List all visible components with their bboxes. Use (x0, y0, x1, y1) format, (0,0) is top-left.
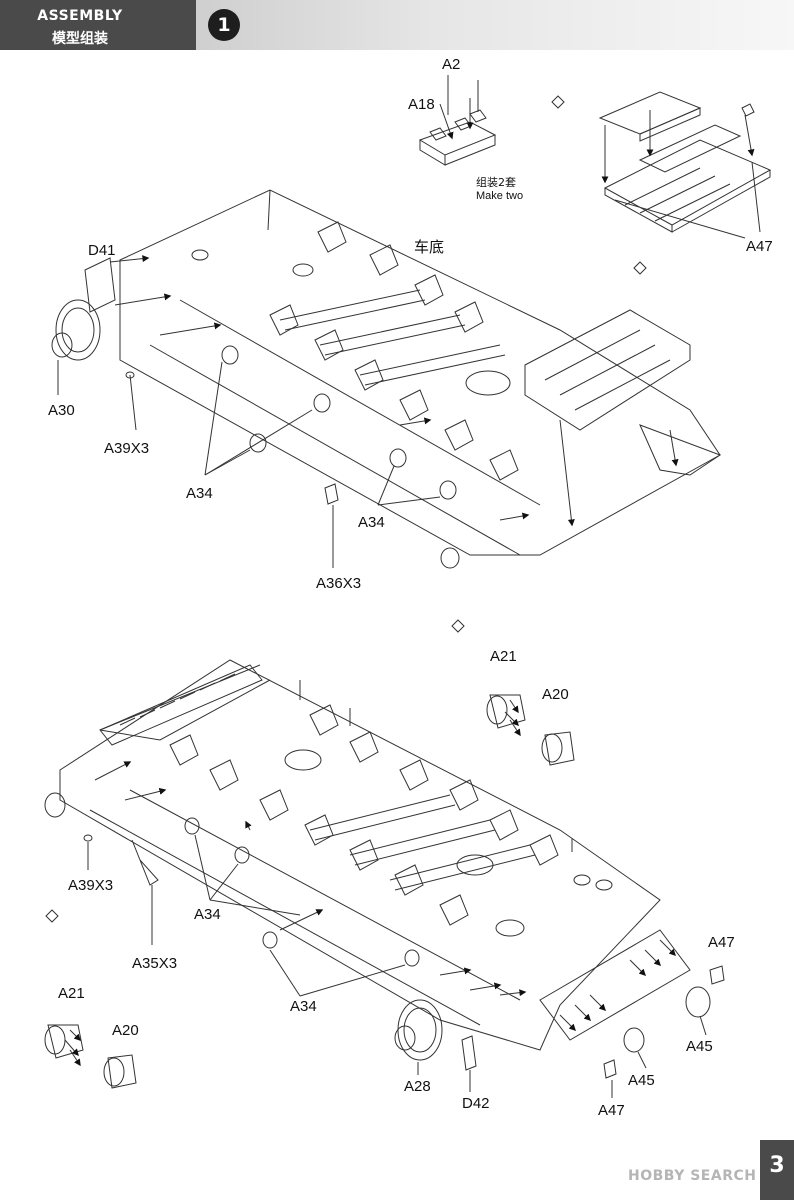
bush-a34 (404, 949, 420, 967)
page-number: 3 (760, 1140, 794, 1200)
make-two-en: Make two (476, 190, 524, 202)
rear-deck-plates (524, 309, 722, 527)
drive-sprocket-a30 (51, 299, 101, 395)
section-title-en: ASSEMBLY (37, 8, 123, 24)
bush-a34 (249, 433, 267, 453)
callout-chassis-zh: 车底 (414, 238, 445, 256)
callout-a34-top-left: A34 (186, 485, 213, 502)
callout-a39x3-top: A39X3 (104, 440, 150, 457)
centre-mark (551, 95, 565, 109)
callout-a45-right: A45 (686, 1038, 713, 1055)
callout-a18: A18 (408, 96, 435, 113)
centre-mark (633, 261, 647, 275)
make-two-zh: 组装2套 (476, 176, 516, 189)
track-guard-subassembly (418, 75, 497, 166)
bush-a34 (313, 393, 331, 413)
callout-a2: A2 (442, 56, 461, 73)
callout-a20-right: A20 (542, 686, 569, 703)
hatch-circle (284, 749, 322, 771)
callout-d42: D42 (462, 1095, 490, 1112)
callout-a36x3: A36X3 (316, 575, 362, 592)
callout-a39x3-bottom: A39X3 (68, 877, 114, 894)
drive-sprocket-a28 (394, 999, 443, 1075)
bush-a34 (262, 931, 278, 949)
section-header: ASSEMBLY 模型组装 (0, 0, 196, 50)
watermark: HOBBY SEARCH (628, 1168, 757, 1184)
callout-d41: D41 (88, 242, 116, 259)
bush-a34 (234, 846, 250, 864)
part-d41 (84, 257, 116, 313)
suspension-arms-lower (169, 704, 559, 926)
part-a35 (131, 839, 159, 886)
hatch-circle (595, 879, 613, 891)
callout-a45-mid: A45 (628, 1072, 655, 1089)
callout-a35x3: A35X3 (132, 955, 178, 972)
hatch-circle (456, 854, 494, 876)
upper-right-plate-assembly (598, 91, 772, 239)
bush-a34 (221, 345, 239, 365)
idler-pair-right (486, 694, 575, 766)
callout-a34-bottom-mid: A34 (290, 998, 317, 1015)
cap-a45 (685, 986, 711, 1018)
part-a47 (603, 1059, 617, 1079)
hatch-circle (465, 370, 511, 396)
callout-a21-left: A21 (58, 985, 85, 1002)
callout-a47-top: A47 (746, 238, 773, 255)
step-number-badge: 1 (208, 9, 240, 41)
rear-plate-lower (539, 929, 691, 1041)
centre-mark (451, 619, 465, 633)
part-a36 (324, 483, 339, 505)
hatch-circle (495, 919, 525, 937)
bush-a34 (389, 448, 407, 468)
callout-a21-right: A21 (490, 648, 517, 665)
callout-a34-bottom-left: A34 (194, 906, 221, 923)
callout-a47-bottom-right: A47 (708, 934, 735, 951)
part-a39 (83, 834, 93, 842)
torsion-bars-lower (309, 794, 536, 891)
callout-a28: A28 (404, 1078, 431, 1095)
part-a39 (125, 371, 135, 379)
idler-pair-left (44, 1024, 137, 1089)
suspension-arms-upper (269, 221, 519, 481)
callout-a30: A30 (48, 402, 75, 419)
part-d42 (461, 1035, 477, 1071)
part-a47 (709, 965, 725, 985)
idler-wheel (440, 547, 460, 569)
cap-a45 (623, 1027, 645, 1053)
idler-wheel (44, 792, 66, 818)
hatch-circle (573, 874, 591, 886)
hatch-circle (191, 249, 209, 261)
hatch-circle (292, 263, 314, 277)
bush-a34 (439, 480, 457, 500)
callout-a20-left: A20 (112, 1022, 139, 1039)
track-links-lower (99, 664, 263, 746)
lower-hull-chassis (59, 659, 661, 1051)
centre-mark (45, 909, 59, 923)
callout-a34-top-mid: A34 (358, 514, 385, 531)
section-title-zh: 模型组装 (52, 31, 108, 47)
callout-a47-bottom: A47 (598, 1102, 625, 1119)
bush-a34 (184, 817, 200, 835)
torsion-bars-upper (279, 289, 506, 386)
header-bar (196, 0, 794, 50)
